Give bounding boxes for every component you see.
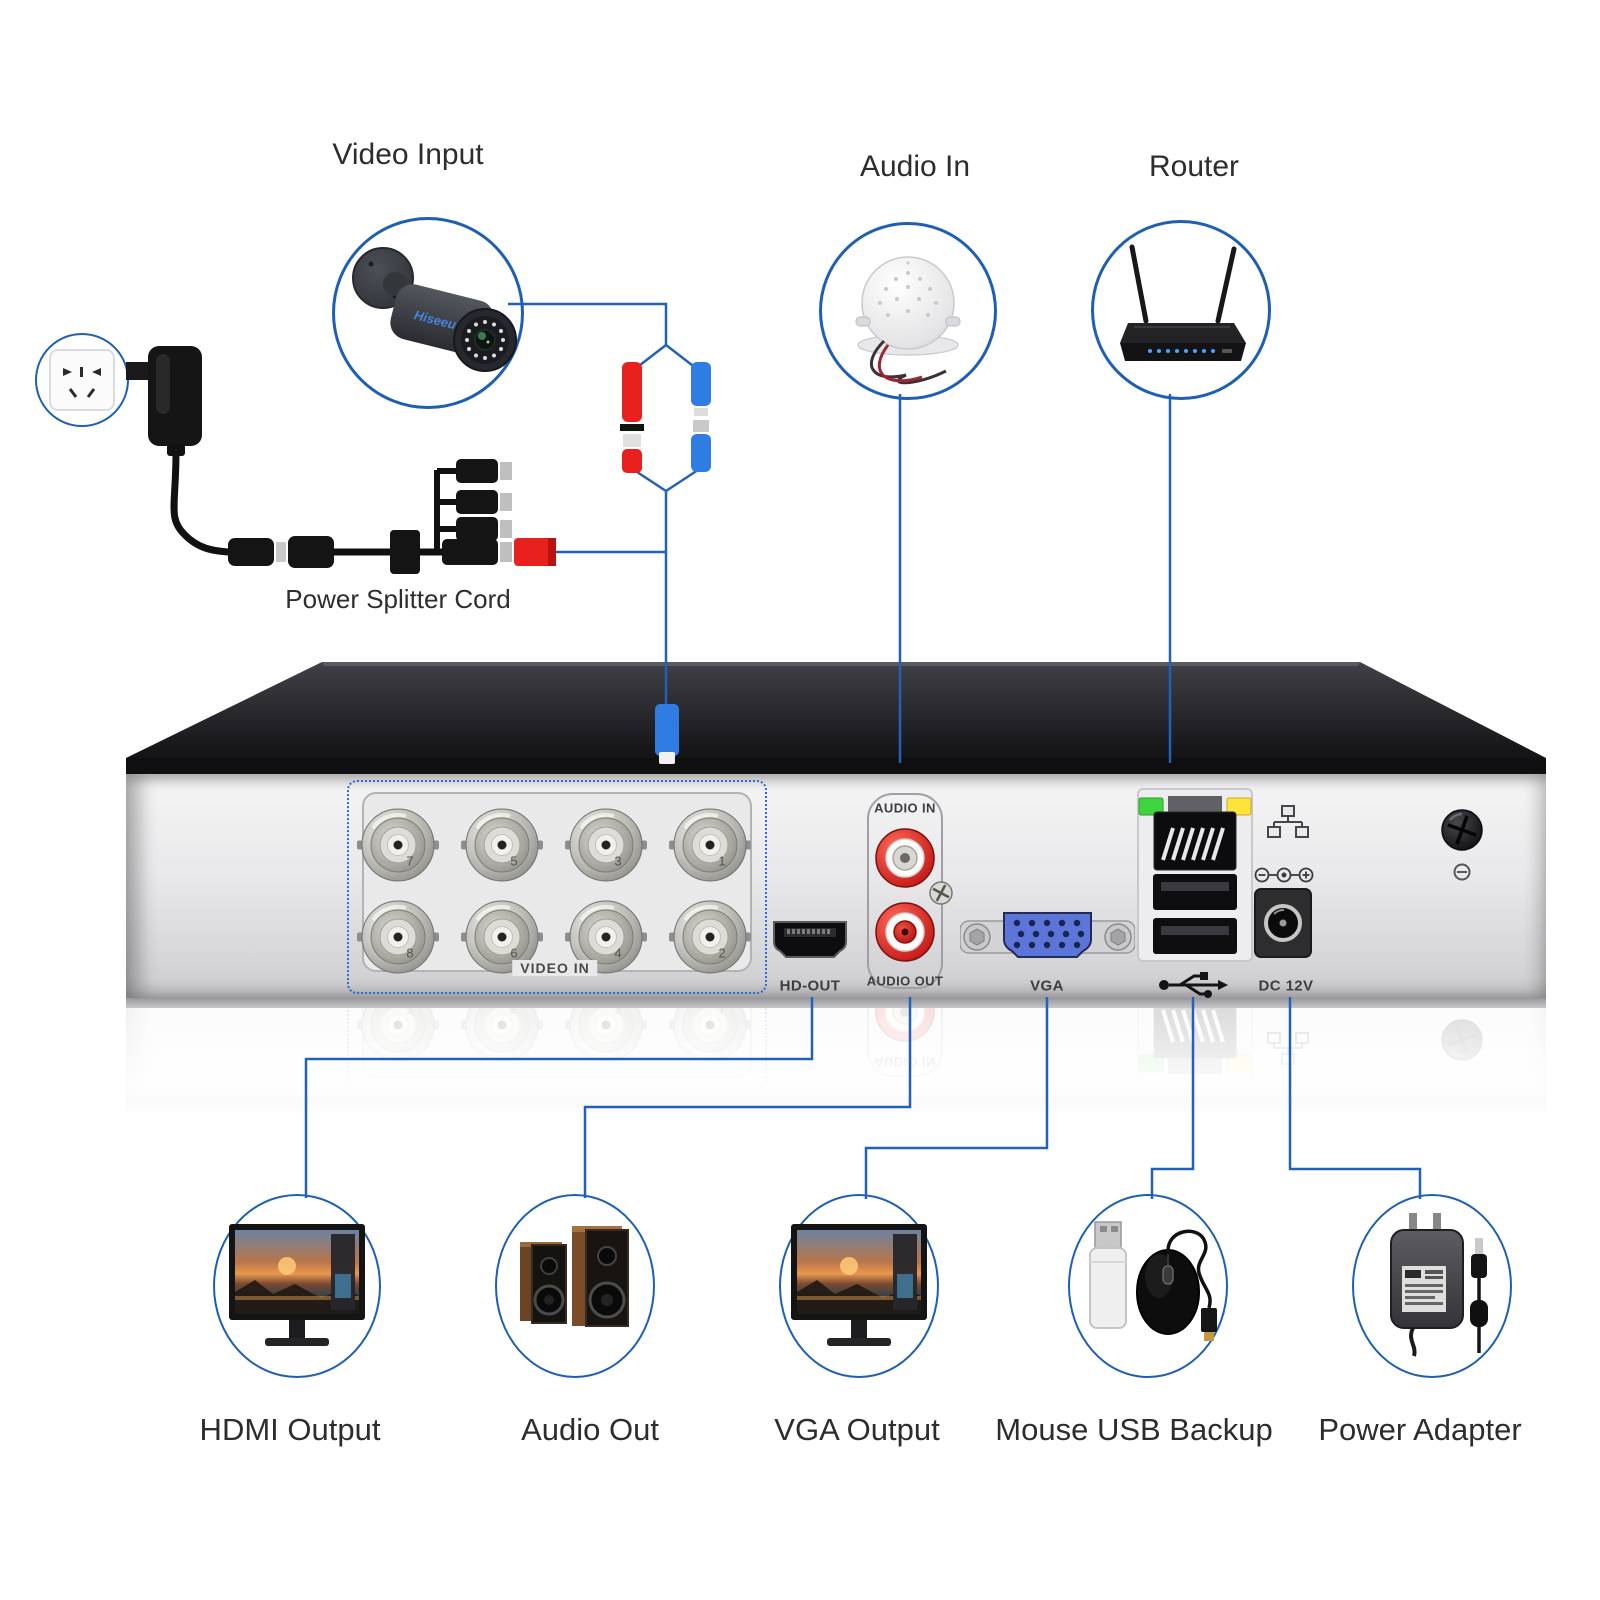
usb-port-2	[1153, 918, 1237, 954]
usb-icon	[1159, 972, 1228, 998]
router-illustration	[1120, 244, 1246, 361]
mouse-usb-backup-label: Mouse USB Backup	[995, 1412, 1273, 1447]
vga-output-circle	[779, 1194, 939, 1378]
hd-out-label: HD-OUT	[779, 977, 841, 995]
rca-jack-audio-out	[875, 902, 935, 962]
audio-out-port-label: AUDIO OUT	[866, 973, 944, 989]
bnc-number: 6	[510, 945, 518, 961]
bnc-number: 5	[510, 853, 518, 869]
audio-out-circle	[495, 1194, 655, 1378]
bnc-port-3	[564, 803, 648, 887]
bnc-port-2	[668, 895, 752, 979]
camera-illustration: Hiseeu	[352, 247, 517, 372]
audio-out-label: Audio Out	[521, 1412, 659, 1447]
bnc-port-8	[356, 895, 440, 979]
camera-circle: Hiseeu	[332, 217, 524, 409]
dvr-bottom-edge	[126, 998, 1546, 1008]
bnc-number: 8	[406, 945, 414, 961]
dvr-reflection-fade	[126, 1008, 1546, 1133]
power-adapter-illustration	[1357, 1208, 1507, 1358]
dvr-rear-face	[126, 774, 1546, 998]
bnc-port-1	[668, 803, 752, 887]
dc-polarity-icon	[1254, 867, 1314, 883]
microphone-circle	[819, 222, 997, 400]
bnc-number: 3	[614, 853, 622, 869]
dc-12v-label: DC 12V	[1258, 977, 1314, 995]
dvr-front-top-edge	[126, 758, 1546, 774]
bnc-port-5	[460, 803, 544, 887]
ethernet-led-yellow	[1226, 797, 1252, 816]
router-circle	[1091, 220, 1271, 400]
ethernet-port	[1153, 811, 1237, 871]
wall-socket-illustration	[49, 349, 115, 411]
dvr-reflection: 7 5 3 1 8 6 4 2 VIDEO IN HD-OUT AUDIO IN	[126, 1008, 1546, 1133]
speakers-illustration	[500, 1220, 650, 1350]
case-screw	[1441, 809, 1483, 851]
bnc-number: 2	[718, 945, 726, 961]
vga-output-label: VGA Output	[774, 1412, 940, 1447]
rca-jack-audio-in	[875, 828, 935, 888]
power-adapter-label: Power Adapter	[1318, 1412, 1522, 1447]
network-icon	[1267, 805, 1309, 838]
video-input-label: Video Input	[332, 138, 484, 171]
video-in-highlight-box	[347, 780, 767, 994]
hdmi-monitor-illustration	[227, 1224, 367, 1349]
mouse-usb-circle	[1068, 1194, 1228, 1378]
bnc-number: 4	[614, 945, 622, 961]
power-splitter-cord-label: Power Splitter Cord	[285, 584, 511, 614]
audio-in-port-label: AUDIO IN	[874, 800, 936, 816]
hdmi-output-label: HDMI Output	[199, 1412, 381, 1447]
usb-port-1	[1153, 874, 1237, 910]
hdmi-output-circle	[213, 1194, 381, 1378]
mouse-usb-illustration	[1073, 1214, 1223, 1354]
power-adapter-circle	[1352, 1194, 1512, 1378]
wall-socket-circle	[35, 333, 129, 427]
dvr-top-face	[126, 662, 1546, 758]
bnc-number: 1	[718, 853, 726, 869]
microphone-illustration	[855, 256, 961, 385]
video-in-label: VIDEO IN	[512, 960, 598, 976]
ethernet-usb-ports	[1138, 796, 1252, 954]
vga-label: VGA	[1030, 977, 1064, 995]
ethernet-led-green	[1138, 797, 1164, 816]
bnc-number: 7	[406, 853, 414, 869]
ground-screw-icon	[929, 881, 953, 905]
vga-port	[960, 912, 1135, 958]
dvr-front-panel: 7 5 3 1 8 6 4 2 VIDEO IN HD-OUT AUDIO IN	[126, 758, 1546, 998]
audio-in-label: Audio In	[859, 150, 971, 183]
vga-monitor-illustration	[789, 1224, 929, 1349]
hdmi-port	[773, 921, 847, 958]
dc-power-jack	[1254, 888, 1312, 958]
ground-mark-icon	[1453, 863, 1471, 881]
bnc-port-7	[356, 803, 440, 887]
router-label: Router	[1148, 150, 1240, 183]
